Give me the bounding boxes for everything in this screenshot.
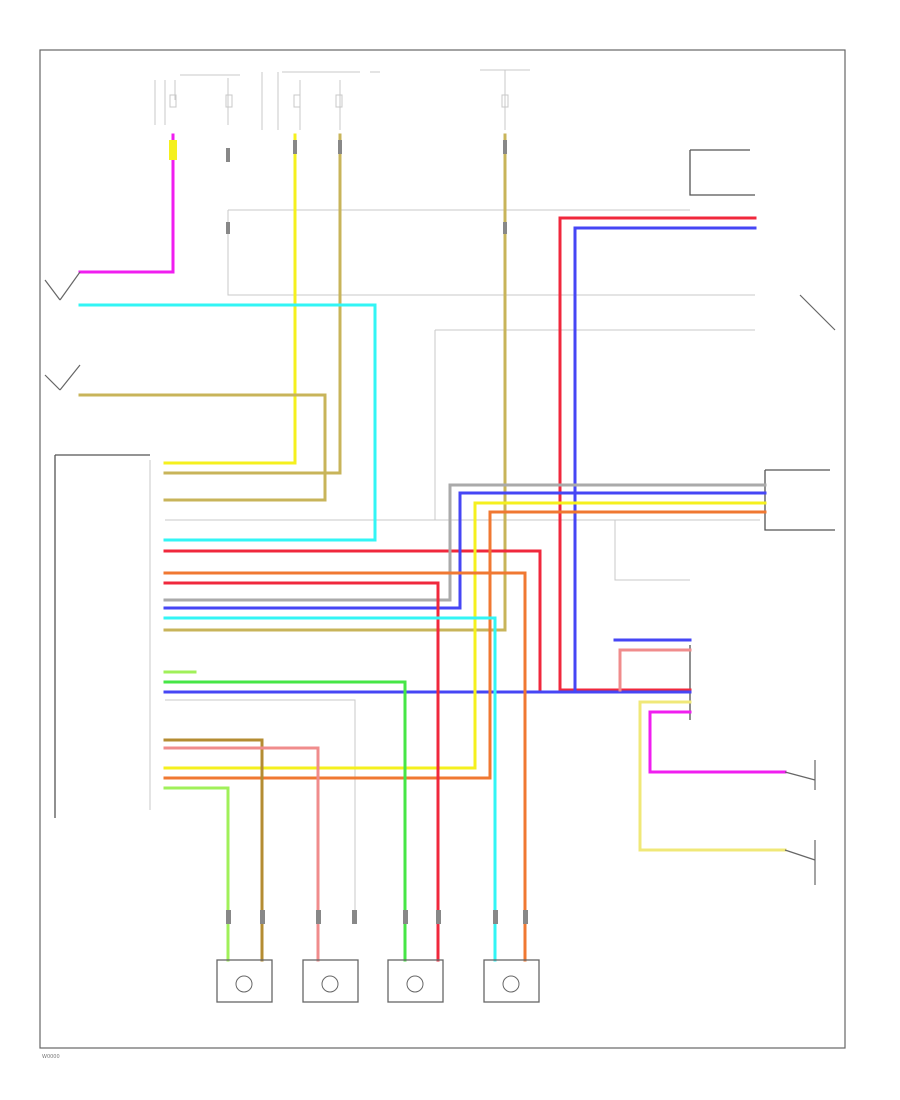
figure-code: W0000 [42, 1054, 60, 1060]
switch-symbols [44, 271, 836, 885]
wheel-sensor-group [216, 959, 540, 1003]
wheel-sensor-1 [216, 959, 273, 1003]
wire-harness [78, 133, 787, 962]
diagram-frame [39, 49, 846, 1049]
wheel-sensor-4 [483, 959, 540, 1003]
wheel-sensor-3 [387, 959, 444, 1003]
wheel-sensor-2 [302, 959, 359, 1003]
connector-marks [226, 140, 528, 924]
top-fuse-group [154, 69, 530, 130]
